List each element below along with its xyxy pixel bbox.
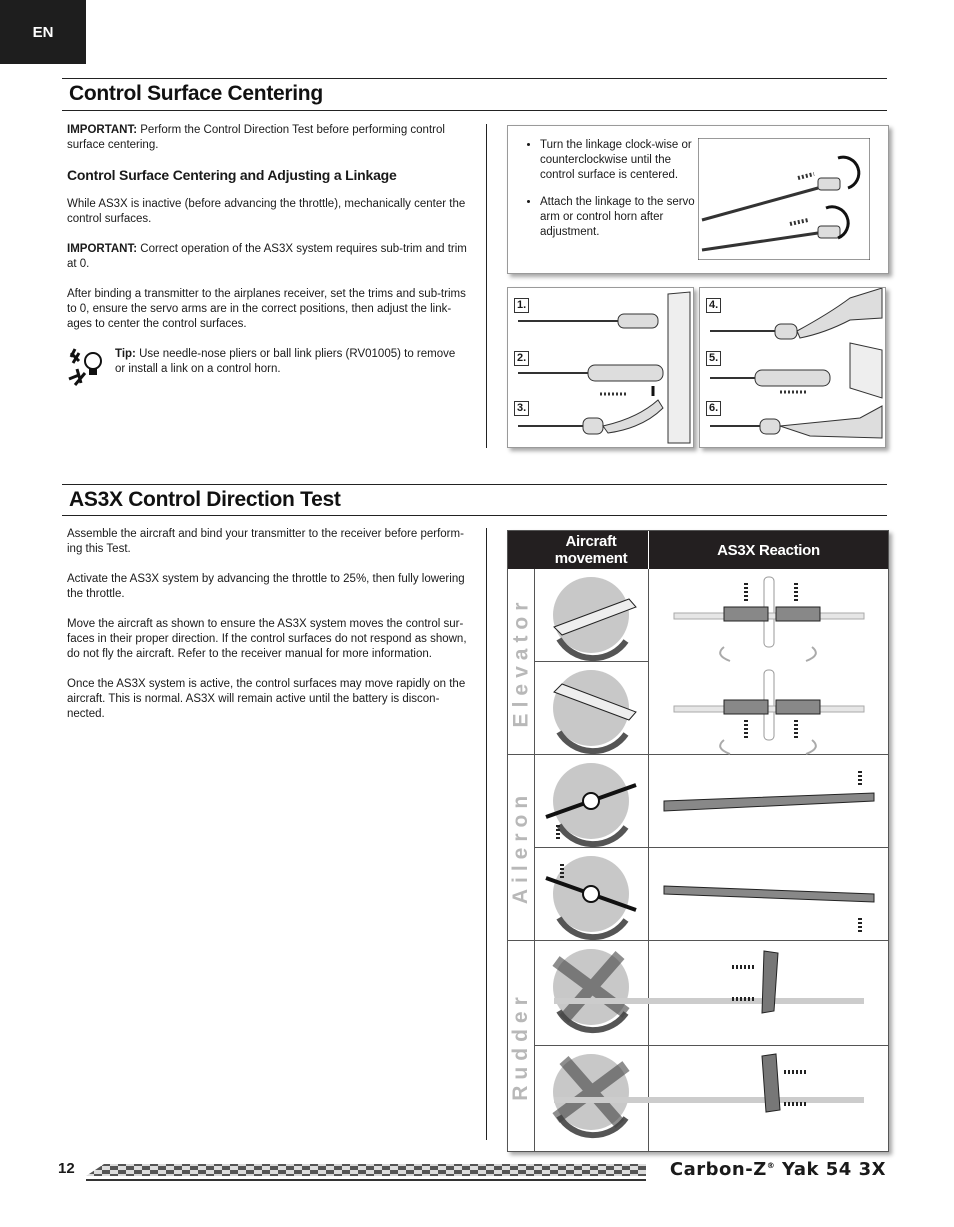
header-as3x-reaction: AS3X Reaction — [717, 541, 820, 559]
linkage-bullets: Turn the linkage clock-wise or countercl… — [522, 138, 700, 252]
col-divider-main — [648, 569, 649, 1151]
paragraph-move-aircraft: Move the aircraft as shown to ensure the… — [67, 618, 467, 660]
section-title-direction-test: AS3X Control Direction Test — [69, 488, 341, 511]
steps-1-3-illustration — [518, 291, 691, 444]
step-label-5: 5. — [706, 351, 722, 366]
linkage-adjust-box: Turn the linkage clock-wise or countercl… — [507, 125, 889, 274]
column-divider-2 — [486, 528, 487, 1140]
row-divider-1 — [534, 661, 648, 662]
important-note-2: IMPORTANT: Correct operation of the AS3X… — [67, 243, 467, 270]
header-separator — [648, 531, 649, 569]
paragraph-assemble: Assemble the aircraft and bind your tran… — [67, 528, 464, 555]
steps-box-left: 1. 2. 3. — [507, 287, 694, 448]
column-divider-1 — [486, 124, 487, 448]
paragraph-activate: Activate the AS3X system by advancing th… — [67, 573, 465, 600]
group-label-aileron: Aileron — [509, 789, 532, 905]
section-rule-bottom — [62, 110, 887, 111]
step-label-3: 3. — [514, 401, 530, 416]
section2-rule-top — [62, 484, 887, 485]
centering-text: IMPORTANT: Perform the Control Direction… — [67, 123, 467, 387]
row-divider-3 — [534, 847, 888, 848]
col-divider-side — [534, 569, 535, 1151]
bullet-attach-linkage: Attach the linkage to the servo arm or c… — [540, 195, 700, 240]
paragraph-binding: After binding a transmitter to the airpl… — [67, 288, 466, 330]
section2-rule-bottom — [62, 515, 887, 516]
section-title-centering: Control Surface Centering — [69, 82, 323, 105]
group-label-rudder: Rudder — [509, 990, 532, 1101]
row-divider-2 — [508, 754, 888, 755]
paragraph-center-surfaces: While AS3X is inactive (before advancing… — [67, 198, 466, 225]
step-label-1: 1. — [514, 298, 530, 313]
steps-4-6-illustration — [710, 287, 883, 439]
language-tab: EN — [0, 0, 86, 64]
group-label-elevator: Elevator — [509, 596, 532, 727]
tools-lightbulb-icon — [68, 348, 102, 386]
subheading-linkage: Control Surface Centering and Adjusting … — [67, 167, 397, 183]
important-note-1: IMPORTANT: Perform the Control Direction… — [67, 124, 445, 151]
row-divider-4 — [508, 940, 888, 941]
step-label-6: 6. — [706, 401, 722, 416]
step-label-2: 2. — [514, 351, 530, 366]
page-number: 12 — [58, 1160, 75, 1177]
steps-box-right: 4. 5. 6. — [699, 287, 886, 448]
table-header-row: Aircraft movement AS3X Reaction — [508, 531, 888, 569]
paragraph-active-note: Once the AS3X system is active, the cont… — [67, 678, 466, 720]
as3x-reaction-table: Aircraft movement AS3X Reaction Elevator… — [507, 530, 889, 1152]
step-label-4: 4. — [706, 298, 722, 313]
brand-logo: Carbon-Z® Yak 54 3X — [663, 1159, 886, 1180]
row-divider-5 — [534, 1045, 888, 1046]
bullet-turn-linkage: Turn the linkage clock-wise or countercl… — [540, 138, 700, 183]
linkage-illustration — [698, 138, 870, 260]
checkered-footer-band — [86, 1164, 646, 1181]
tip-block: Tip: Use needle-nose pliers or ball link… — [67, 347, 467, 387]
header-aircraft-movement: Aircraft movement — [554, 533, 628, 567]
section-rule-top — [62, 78, 887, 79]
as3x-reaction-illustrations — [545, 569, 875, 1151]
direction-test-text: Assemble the aircraft and bind your tran… — [67, 527, 467, 737]
